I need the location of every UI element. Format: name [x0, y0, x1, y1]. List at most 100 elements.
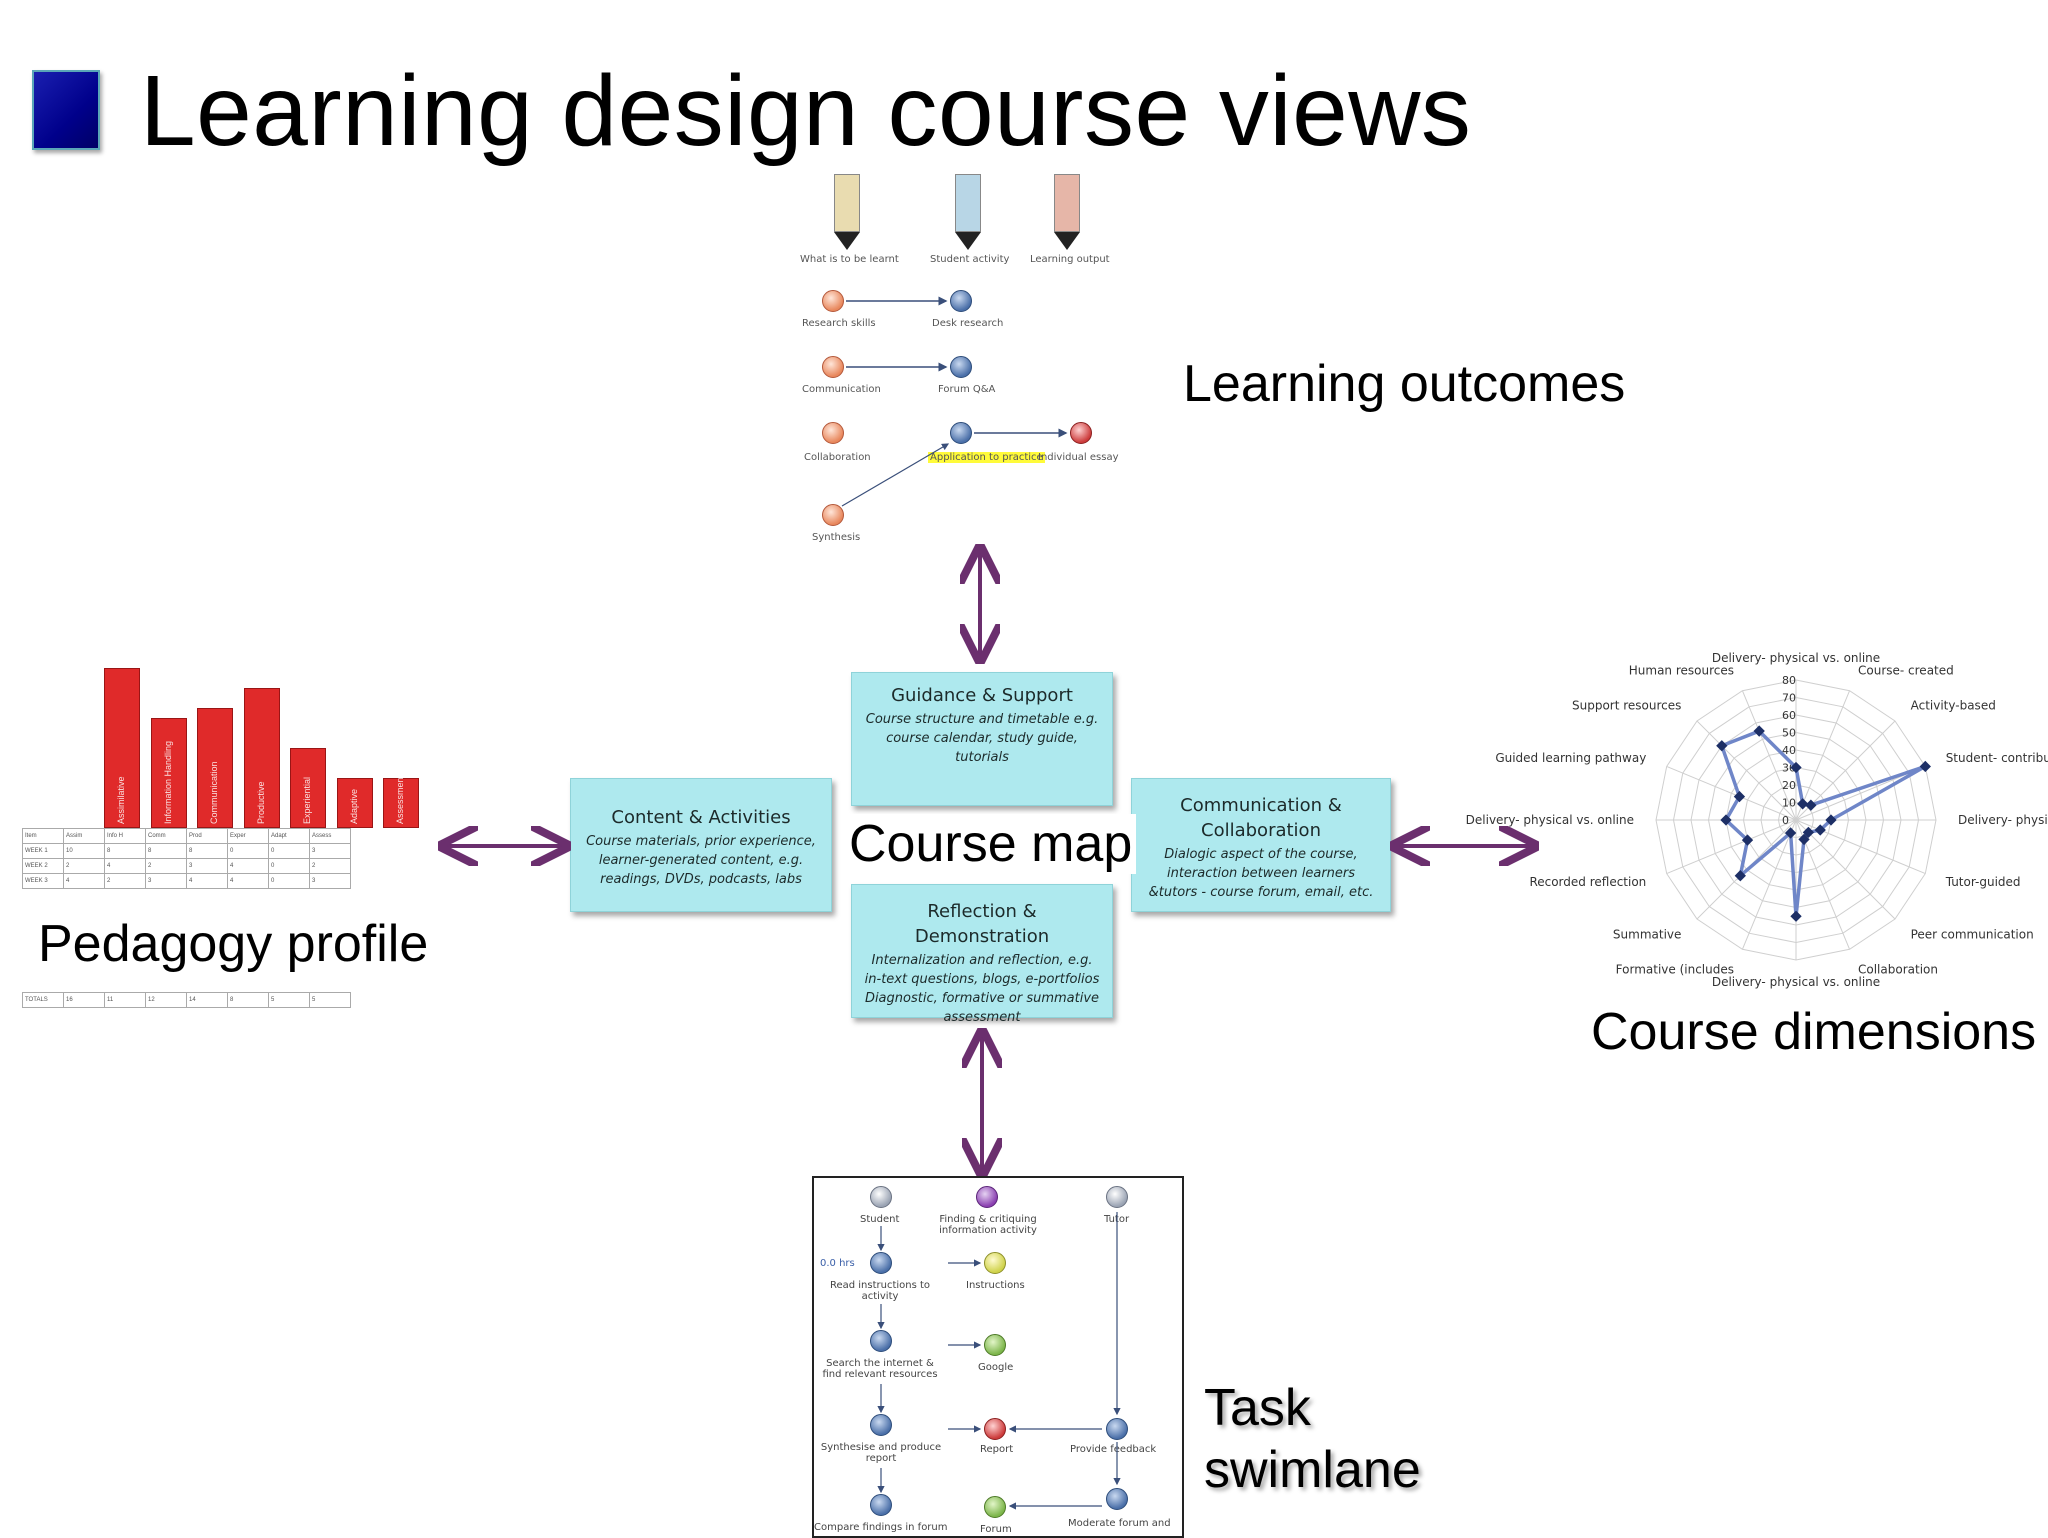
output-label: Individual essay — [1038, 452, 1119, 463]
table-cell: WEEK 3 — [22, 873, 64, 889]
bar-label: Communication — [209, 761, 219, 824]
radar-spoke — [1696, 720, 1797, 821]
bar-communication — [197, 708, 233, 828]
box-title: Communication & Collaboration — [1180, 795, 1342, 841]
bar-label: Assessment — [395, 774, 405, 824]
table-cell: 4 — [227, 873, 269, 889]
table-cell: 14 — [186, 992, 228, 1008]
radar-axis-label: Summative — [1613, 928, 1681, 942]
radar-point — [1720, 814, 1732, 826]
box-description: Internalization and reflection, e.g. in-… — [864, 953, 1100, 1025]
radar-spoke — [1795, 819, 1896, 920]
activity-node-icon — [950, 290, 972, 312]
swimlane-connectors — [877, 1212, 1121, 1510]
radar-tick-label: 60 — [1782, 709, 1796, 722]
radar-tick-label: 10 — [1782, 797, 1796, 810]
outcome-label: Synthesis — [812, 532, 861, 543]
swimlane-step: Search the internet & find relevant reso… — [822, 1358, 938, 1380]
outcome-label: Research skills — [802, 318, 876, 329]
table-cell: 16 — [63, 992, 105, 1008]
page-title: Learning design course views — [140, 55, 1472, 167]
swimlane-tutor-step: Moderate forum and — [1068, 1518, 1171, 1529]
bar-label: Adaptive — [348, 788, 359, 824]
table-cell: 3 — [309, 843, 351, 859]
box-title: Reflection & Demonstration — [914, 901, 1050, 947]
table-cell: 3 — [145, 873, 187, 889]
bar-information-handling — [150, 718, 187, 828]
table-cell: 8 — [227, 992, 269, 1008]
radar-tick-label: 70 — [1782, 692, 1796, 705]
table-cell: 2 — [104, 873, 146, 889]
table-cell: 4 — [63, 873, 105, 889]
activity-node-icon — [950, 422, 972, 444]
pencil-tip-icon — [955, 232, 981, 250]
radar-axis-label: Formative (includes — [1616, 963, 1734, 977]
pencil-tip-icon — [834, 232, 860, 250]
table-cell: Adapt — [268, 828, 310, 844]
pencil-student-icon — [955, 174, 981, 232]
radar-axis-label: Guided learning pathway — [1495, 751, 1646, 765]
resource-node-icon — [984, 1252, 1006, 1274]
table-cell: WEEK 1 — [22, 843, 64, 859]
table-cell: 10 — [63, 843, 105, 859]
step-node-icon — [870, 1414, 892, 1436]
label-task: Task — [1204, 1379, 1311, 1437]
table-cell: 5 — [309, 992, 351, 1008]
radar-axis-label: Delivery- physical vs. online — [1958, 813, 2048, 827]
outcome-node-icon — [822, 422, 844, 444]
student-role-icon — [870, 1186, 892, 1208]
resource-node-icon — [984, 1496, 1006, 1518]
column-header: What is to be learnt — [800, 254, 899, 265]
table-cell: 0 — [268, 843, 310, 859]
swimlane-step: Compare findings in forum — [814, 1522, 948, 1533]
tutor-role-icon — [1106, 1186, 1128, 1208]
bar-label: Information Handling — [162, 740, 173, 824]
table-cell: Info H — [104, 828, 146, 844]
label-pedagogy-profile: Pedagogy profile — [34, 914, 433, 974]
bar-label: Productive — [255, 781, 266, 824]
resource-node-icon — [984, 1418, 1006, 1440]
radar-axis-label: Support resources — [1572, 698, 1681, 712]
label-learning-outcomes: Learning outcomes — [1183, 355, 1626, 413]
box-communication-collaboration: Communication & Collaboration Dialogic a… — [1131, 778, 1391, 912]
box-content-activities: Content & Activities Course materials, p… — [570, 778, 832, 912]
swimlane-role: Finding & critiquing information activit… — [939, 1214, 1037, 1236]
bar-label: Experiential — [302, 776, 312, 824]
swimlane-step: Read instructions to activity — [829, 1280, 931, 1302]
radar-axis-label: Human resources — [1629, 663, 1734, 677]
table-cell: 8 — [186, 843, 228, 859]
radar-axis-label: Activity-based — [1911, 698, 1996, 712]
table-cell: Assim — [63, 828, 105, 844]
tutor-step-icon — [1106, 1418, 1128, 1440]
swimlane-time: 0.0 hrs — [820, 1258, 855, 1269]
bar-assessment — [383, 778, 419, 828]
radar-point — [1790, 761, 1802, 774]
box-reflection-demonstration: Reflection & Demonstration Internalizati… — [851, 884, 1113, 1025]
table-cell: TOTALS — [22, 992, 64, 1008]
box-description: Course structure and timetable e.g. cour… — [865, 712, 1099, 765]
learning-outcome-connectors — [841, 296, 1068, 507]
label-course-map: Course map — [845, 814, 1137, 874]
radar-axis-label: Delivery- physical vs. online — [1712, 651, 1880, 665]
radar-spoke — [1666, 819, 1797, 875]
step-node-icon — [870, 1494, 892, 1516]
table-cell: 2 — [309, 858, 351, 874]
swimlane-resource: Instructions — [966, 1280, 1025, 1291]
radar-spoke — [1795, 690, 1851, 821]
box-description: Course materials, prior experience, lear… — [586, 834, 816, 887]
pencil-tip-icon — [1054, 232, 1080, 250]
radar-tick-label: 50 — [1782, 727, 1796, 740]
table-cell: 8 — [145, 843, 187, 859]
table-cell: Assess — [309, 828, 351, 844]
swimlane-role: Student — [860, 1214, 900, 1225]
radar-spoke — [1741, 690, 1797, 821]
bar-assimilative — [104, 668, 140, 828]
activity-node-icon — [950, 356, 972, 378]
